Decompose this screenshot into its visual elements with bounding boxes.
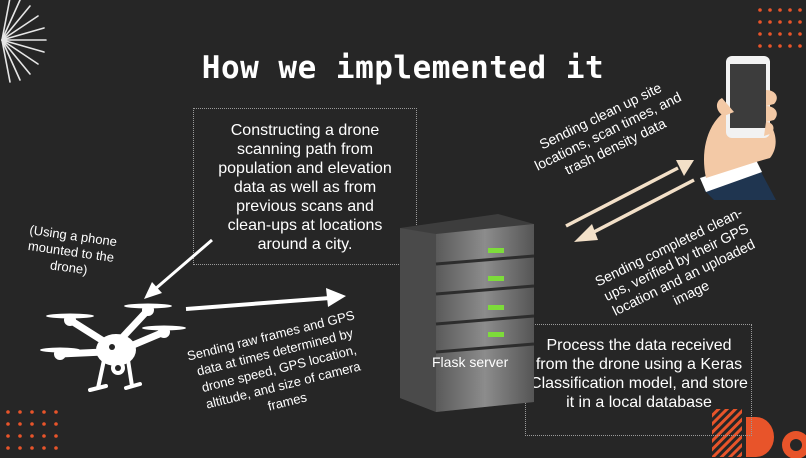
path-construction-text: Constructing a drone scanning path from …	[218, 122, 392, 253]
arrow-server-to-phone	[565, 160, 694, 228]
orange-shapes-decoration	[712, 409, 806, 458]
dot-grid-bottom-decoration	[6, 410, 58, 450]
arrow-phone-to-server	[574, 178, 695, 242]
raw-frames-label: Sending raw frames and GPS data at times…	[185, 307, 363, 414]
process-data-text: Process the data received from the drone…	[530, 337, 748, 411]
phone-in-hand-icon	[700, 56, 777, 200]
drone-icon	[40, 303, 186, 392]
dot-grid-top-decoration	[758, 8, 802, 48]
server-label: Flask server	[432, 354, 509, 370]
arrow-box-to-drone	[144, 238, 213, 299]
server-icon	[400, 214, 535, 412]
arrow-drone-to-server	[185, 288, 346, 311]
page-title: How we implemented it	[201, 50, 605, 86]
path-construction-box	[193, 108, 417, 265]
phone-mount-label: (Using a phone mounted to the drone)	[27, 222, 118, 278]
sunburst-decoration	[1, 0, 47, 83]
